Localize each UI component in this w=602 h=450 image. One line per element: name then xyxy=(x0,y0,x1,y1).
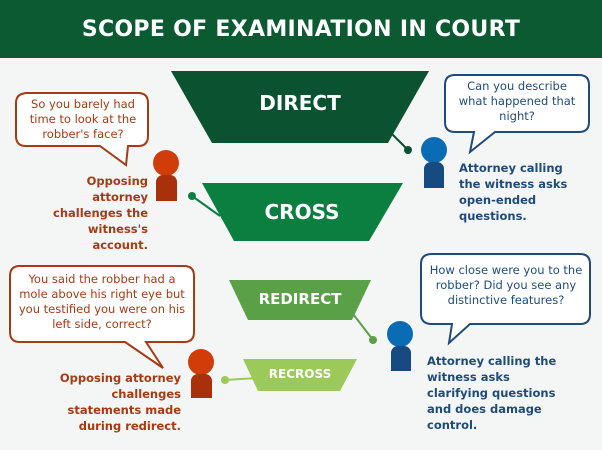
opposing-attorney-icon xyxy=(188,349,214,398)
connector-direct xyxy=(391,133,412,154)
stage-recross-shape xyxy=(243,359,357,391)
connector-cross xyxy=(188,192,221,217)
cross-question: So you barely had time to look at the ro… xyxy=(29,97,137,141)
speech-bubble-recross xyxy=(9,265,195,369)
direct-caption: Attorney calling the witness asks open-e… xyxy=(459,161,568,223)
redirect-caption: Attorney calling the witness asks clarif… xyxy=(427,354,557,432)
direct-question: Can you describe what happened that nigh… xyxy=(458,79,576,123)
header-banner: SCOPE OF EXAMINATION IN COURT xyxy=(0,0,602,58)
speech-bubble-direct xyxy=(444,74,590,155)
opposing-attorney-icon xyxy=(153,150,179,201)
connector-redirect xyxy=(349,309,377,344)
stage-redirect-label: REDIRECT xyxy=(258,290,342,308)
stage-direct-label: DIRECT xyxy=(259,91,341,115)
stage-redirect-shape xyxy=(229,280,371,320)
redirect-question: How close were you to the robber? Did yo… xyxy=(429,263,583,307)
page-title: SCOPE OF EXAMINATION IN COURT xyxy=(81,16,521,42)
calling-attorney-icon xyxy=(387,321,413,371)
cross-caption: Opposing attorney challenges the witness… xyxy=(53,174,148,252)
speech-bubble-cross xyxy=(15,92,149,167)
stage-direct-shape xyxy=(171,71,429,143)
recross-caption: Opposing attorney challenges statements … xyxy=(59,371,181,433)
calling-attorney-icon xyxy=(421,137,447,188)
stage-cross-shape xyxy=(202,183,403,241)
stage-recross-label: RECROSS xyxy=(268,367,332,381)
speech-bubble-redirect xyxy=(420,253,591,346)
stage-cross-label: CROSS xyxy=(264,200,340,224)
connector-recross xyxy=(221,376,259,384)
recross-question: You said the robber had a mole above his… xyxy=(18,272,186,331)
